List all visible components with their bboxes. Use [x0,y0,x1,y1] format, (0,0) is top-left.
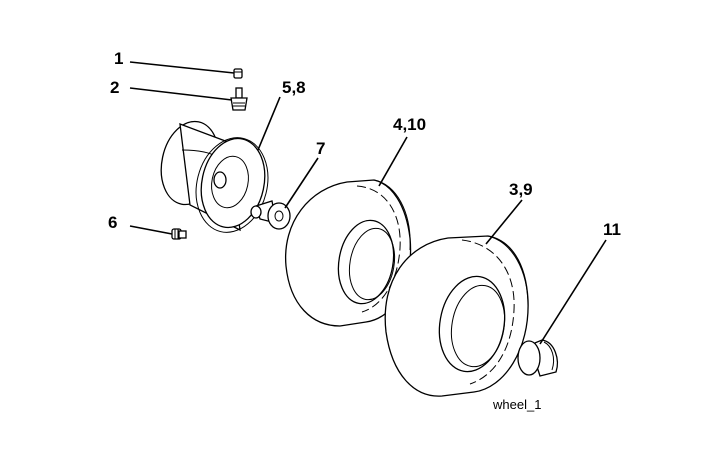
leader-line-4-10 [378,136,408,187]
valve-cap [233,68,243,79]
callout-2: 2 [110,78,119,97]
end-cap [517,339,558,377]
diagram-caption: wheel_1 [492,397,541,412]
tire-front [285,179,412,327]
rim-hub [213,171,227,189]
seal-ring [195,137,269,233]
leader-line-11 [539,239,607,345]
callout-11: 11 [603,220,621,239]
valve-stem [230,87,248,111]
bushing [250,200,291,230]
leader-line-2 [129,87,233,101]
grease-fitting [171,228,187,240]
callout-3-9: 3,9 [509,180,533,199]
callout-6: 6 [108,213,117,232]
callout-5-8: 5,8 [282,78,306,97]
leader-line-3-9 [485,199,523,245]
callout-4-10: 4,10 [393,115,426,134]
callout-1: 1 [114,49,123,68]
leader-line-7 [284,157,319,209]
leader-line-5-8 [257,96,281,151]
callout-7: 7 [316,139,325,158]
leader-line-6 [129,225,173,235]
leader-line-1 [129,61,235,74]
tire-rear [384,235,529,397]
wheel-rim [160,120,269,233]
